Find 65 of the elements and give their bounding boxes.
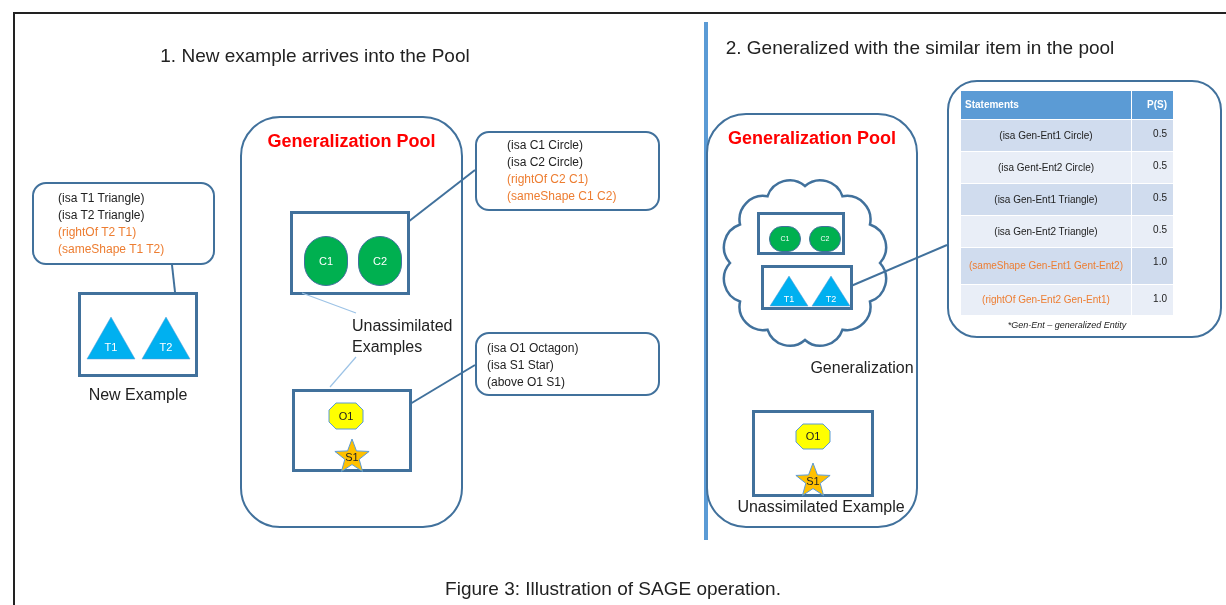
statement-text: (isa S1 Star) — [487, 357, 555, 374]
leader-line — [329, 356, 357, 388]
table-bubble — [947, 80, 1222, 338]
example-frame — [78, 292, 198, 377]
example-frame — [761, 265, 853, 310]
table-cell: (rightOf Gen-Ent2 Gen-Ent1) — [961, 285, 1131, 315]
section-title: 2. Generalized with the similar item in the pool — [725, 36, 1115, 60]
caption-text: Generalization — [810, 358, 914, 378]
statement-text: (isa C1 Circle) — [507, 137, 584, 154]
table-cell: 0.5 — [1132, 152, 1173, 183]
shape-label: T2 — [159, 340, 173, 354]
octagon-shape — [328, 402, 364, 430]
statement-text: (rightOf C2 C1) — [507, 171, 590, 188]
section-title: 1. New example arrives into the Pool — [160, 44, 470, 68]
table-cell: 0.5 — [1132, 120, 1173, 151]
statement-text: (sameShape T1 T2) — [58, 241, 166, 258]
example-frame — [757, 212, 845, 255]
figure-caption: Figure 3: Illustration of SAGE operation. — [445, 577, 781, 601]
leader-line — [301, 292, 357, 314]
table-cell: 1.0 — [1132, 248, 1173, 284]
table-cell: 0.5 — [1132, 216, 1173, 247]
statement-text: (above O1 S1) — [487, 374, 567, 391]
shape-label: O1 — [338, 408, 354, 424]
statement-text: (isa O1 Octagon) — [487, 340, 580, 357]
pool-title: Generalization Pool — [267, 130, 436, 153]
example-frame — [752, 410, 874, 497]
statement-text: (sameShape C1 C2) — [507, 188, 618, 205]
pool-container — [706, 113, 918, 528]
shape-label: S1 — [345, 449, 359, 465]
table-cell: (sameShape Gen-Ent1 Gent-Ent2) — [961, 248, 1131, 284]
statement-text: (isa T2 Triangle) — [58, 207, 146, 224]
shape-label: S1 — [806, 473, 820, 489]
example-frame — [290, 211, 410, 295]
shape-label: C1 — [318, 253, 334, 269]
statement-text: (isa T1 Triangle) — [58, 190, 146, 207]
table-cell: (isa Gen-Ent1 Triangle) — [961, 184, 1131, 215]
table-cell: (isa Gen-Ent1 Circle) — [961, 120, 1131, 151]
table-cell: (isa Gen-Ent2 Triangle) — [961, 216, 1131, 247]
triangle-shape — [769, 275, 809, 307]
caption-text: Unassimilated Example — [737, 497, 905, 517]
footnote-text: *Gen-Ent – generalized Entity — [1006, 319, 1128, 332]
statement-text: (isa C2 Circle) — [507, 154, 584, 171]
table-cell: 1.0 — [1132, 285, 1173, 315]
caption-text: New Example — [88, 385, 188, 405]
shape-label: T1 — [104, 340, 118, 354]
shape-label: O1 — [805, 429, 821, 445]
speech-bubble — [475, 332, 660, 396]
statement-text: (rightOf T2 T1) — [58, 224, 138, 241]
annotation-text: Unassimilated Examples — [352, 316, 454, 357]
header-cell: P(S) — [1132, 91, 1173, 119]
header-cell: Statements — [961, 91, 1131, 119]
table-cell: 0.5 — [1132, 184, 1173, 215]
example-frame — [292, 389, 412, 472]
shape-label: T1 — [783, 294, 795, 304]
pool-container — [240, 116, 463, 528]
shape-label: T2 — [825, 294, 837, 304]
triangle-shape — [86, 316, 136, 360]
table-cell: (isa Gent-Ent2 Circle) — [961, 152, 1131, 183]
pool-title: Generalization Pool — [728, 127, 896, 150]
speech-bubble — [32, 182, 215, 265]
octagon-shape — [795, 423, 831, 450]
speech-bubble — [475, 131, 660, 211]
triangle-shape — [141, 316, 191, 360]
triangle-shape — [811, 275, 851, 307]
shape-label: C2 — [372, 253, 388, 269]
